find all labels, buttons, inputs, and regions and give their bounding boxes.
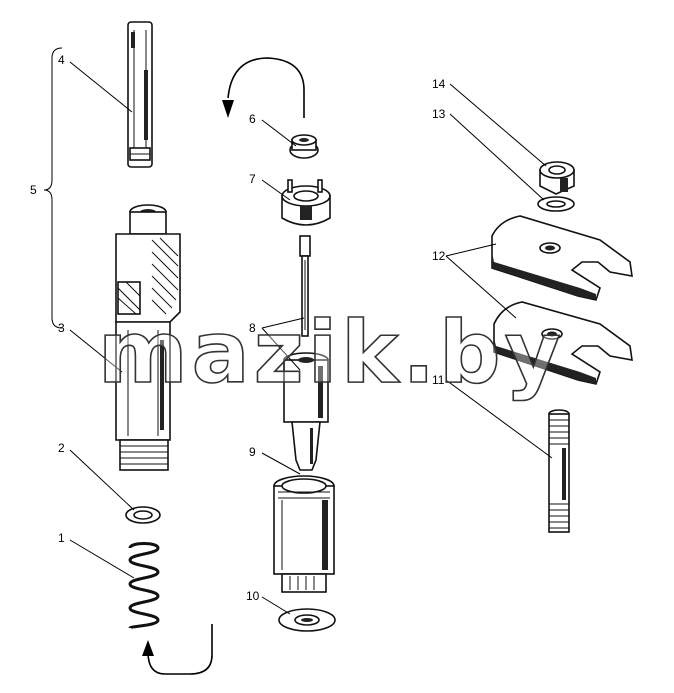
callout-12: 12 [432,249,446,263]
rotation-arrow-bottom [142,624,213,675]
leader-lines [69,61,553,615]
part-1-spring [128,542,160,630]
part-9-cap-nut [273,475,335,593]
callout-3: 3 [58,321,65,335]
part-8-nozzle [283,352,329,471]
callout-1: 1 [58,531,65,545]
watermark-text: mazik.by [98,303,565,403]
part-2-washer [125,506,161,524]
rotation-arrow-top [222,57,305,118]
callout-4: 4 [58,53,65,67]
callout-9: 9 [249,445,256,459]
part-3-injector-body [115,204,181,471]
part-13-washer [537,196,575,212]
part-10-seal-washer [278,608,336,632]
callout-labels: 4 5 3 2 1 6 7 8 9 10 14 13 12 11 [30,53,446,603]
part-7-slotted-nut [281,179,331,226]
callout-5: 5 [30,183,37,197]
part-4-rod [127,21,153,168]
callout-2: 2 [58,441,65,455]
callout-13: 13 [432,107,446,121]
callout-10: 10 [246,589,260,603]
body-section-hatching [151,237,179,315]
part-12-clamp-upper [491,215,633,301]
callout-14: 14 [432,77,446,91]
part-11-stud [548,409,570,533]
part-8-needle [299,235,311,337]
part-12-clamp-lower [493,301,633,385]
callout-11: 11 [432,373,445,387]
callout-7: 7 [249,172,256,186]
part-6-small-nut [289,134,319,159]
part-14-nut [539,161,575,195]
assembly-bracket-5 [43,47,63,329]
callout-6: 6 [249,112,256,126]
callout-8: 8 [249,321,256,335]
